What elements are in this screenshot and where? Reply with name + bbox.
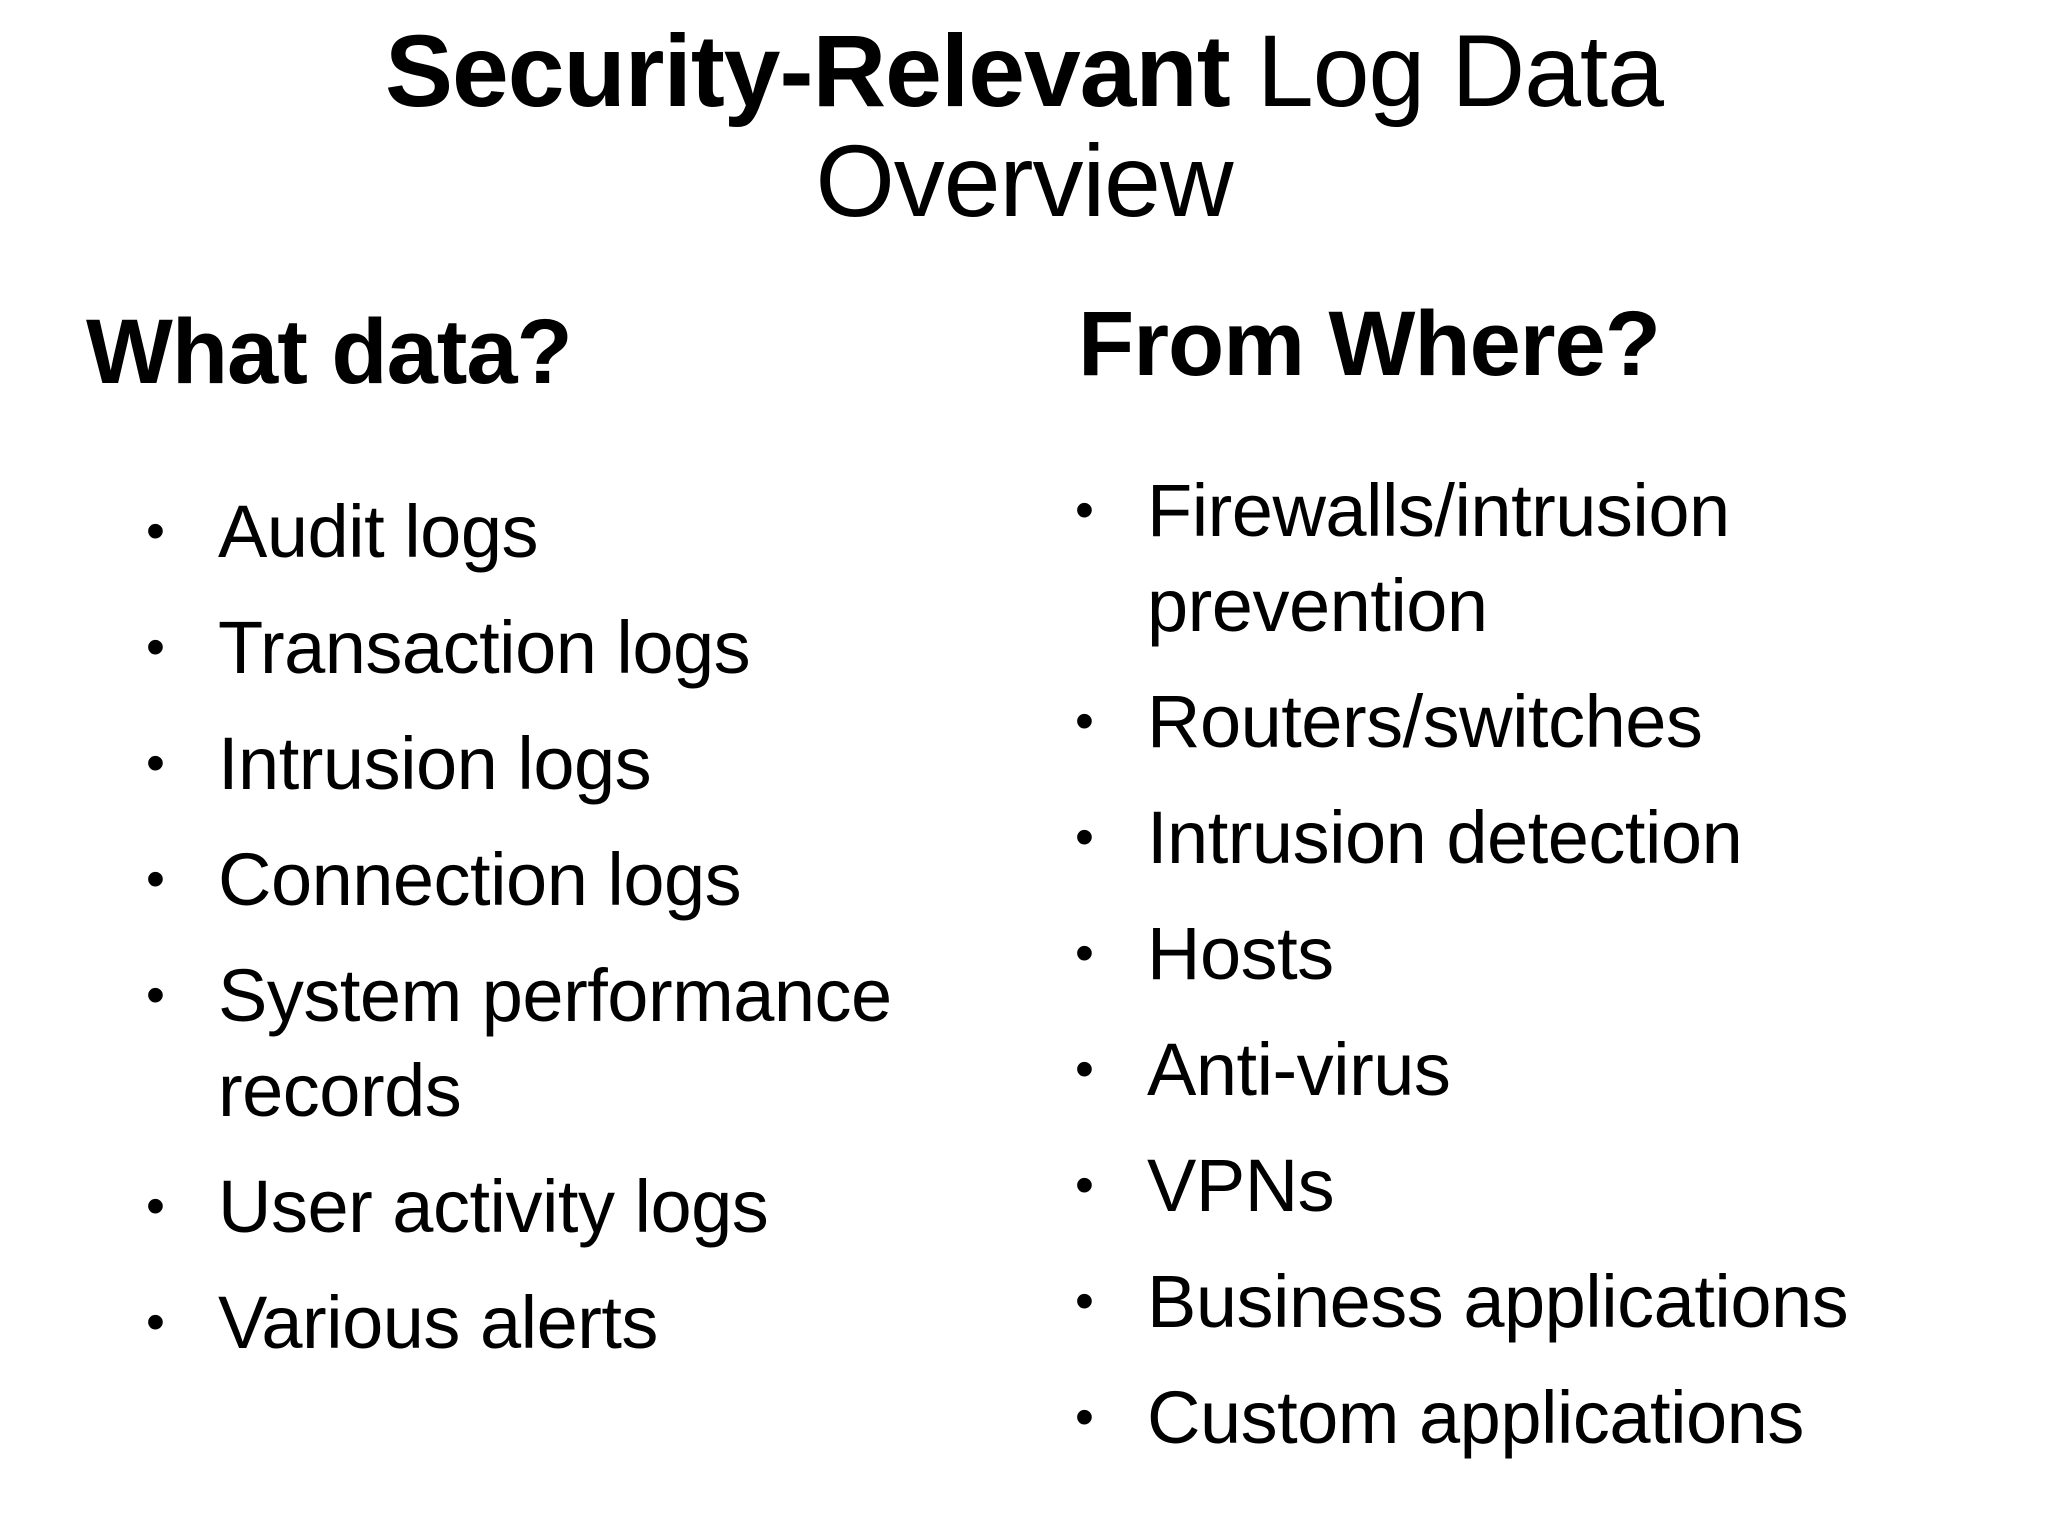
slide-title: Security-Relevant Log Data Overview <box>0 16 2048 236</box>
list-item-label: Intrusion logs <box>218 722 652 805</box>
left-column-heading: What data? <box>86 301 573 403</box>
list-item: • Intrusion logs <box>146 716 956 811</box>
list-item: • Various alerts <box>146 1275 956 1370</box>
list-item: • Custom applications <box>1075 1370 2010 1465</box>
list-item-label: Transaction logs <box>218 606 751 689</box>
bullet-icon: • <box>1075 1155 1094 1215</box>
list-item: • VPNs <box>1075 1138 2010 1233</box>
title-line-2: Overview <box>815 124 1233 239</box>
list-item-label: Intrusion detection <box>1147 796 1743 879</box>
list-item: • Business applications <box>1075 1254 2010 1349</box>
list-item: • Connection logs <box>146 832 956 927</box>
list-item: • Anti-virus <box>1075 1022 2010 1117</box>
bullet-icon: • <box>1075 1271 1094 1331</box>
list-item-label: Routers/switches <box>1147 680 1703 763</box>
list-item: • Audit logs <box>146 484 956 579</box>
bullet-icon: • <box>146 1292 165 1352</box>
list-item-label: VPNs <box>1147 1144 1335 1227</box>
list-item-label: Firewalls/intrusion prevention <box>1147 469 1730 647</box>
list-item: • Transaction logs <box>146 600 956 695</box>
list-item-label: System performance records <box>218 954 892 1132</box>
bullet-icon: • <box>1075 1039 1094 1099</box>
list-item-label: Anti-virus <box>1147 1028 1451 1111</box>
list-item-label: User activity logs <box>218 1165 769 1248</box>
title-rest: Log Data <box>1229 14 1664 128</box>
right-column-list: • Firewalls/intrusion prevention • Routers… <box>1075 463 2010 1486</box>
list-item-label: Connection logs <box>218 838 742 921</box>
list-item-label: Hosts <box>1147 912 1334 995</box>
bullet-icon: • <box>1075 691 1094 751</box>
list-item-label: Business applications <box>1147 1260 1849 1343</box>
bullet-icon: • <box>146 501 165 561</box>
list-item: • Routers/switches <box>1075 674 2010 769</box>
title-line-1: Security-Relevant Log Data <box>0 16 2048 126</box>
bullet-icon: • <box>146 1176 165 1236</box>
list-item: • User activity logs <box>146 1159 956 1254</box>
list-item: • Firewalls/intrusion prevention <box>1075 463 2010 653</box>
bullet-icon: • <box>146 617 165 677</box>
list-item-label: Audit logs <box>218 490 538 573</box>
list-item-label: Various alerts <box>218 1281 658 1364</box>
bullet-icon: • <box>146 965 165 1025</box>
bullet-icon: • <box>1075 923 1094 983</box>
title-emphasis: Security-Relevant <box>385 14 1231 128</box>
list-item-label: Custom applications <box>1147 1376 1804 1459</box>
bullet-icon: • <box>1075 1387 1094 1447</box>
left-column-list: • Audit logs • Transaction logs • Intrusion… <box>146 484 956 1391</box>
bullet-icon: • <box>1075 807 1094 867</box>
list-item: • Hosts <box>1075 906 2010 1001</box>
bullet-icon: • <box>146 733 165 793</box>
list-item: • Intrusion detection <box>1075 790 2010 885</box>
bullet-icon: • <box>146 849 165 909</box>
right-column-heading: From Where? <box>1078 293 1661 395</box>
bullet-icon: • <box>1075 480 1094 540</box>
list-item: • System performance records <box>146 948 956 1138</box>
